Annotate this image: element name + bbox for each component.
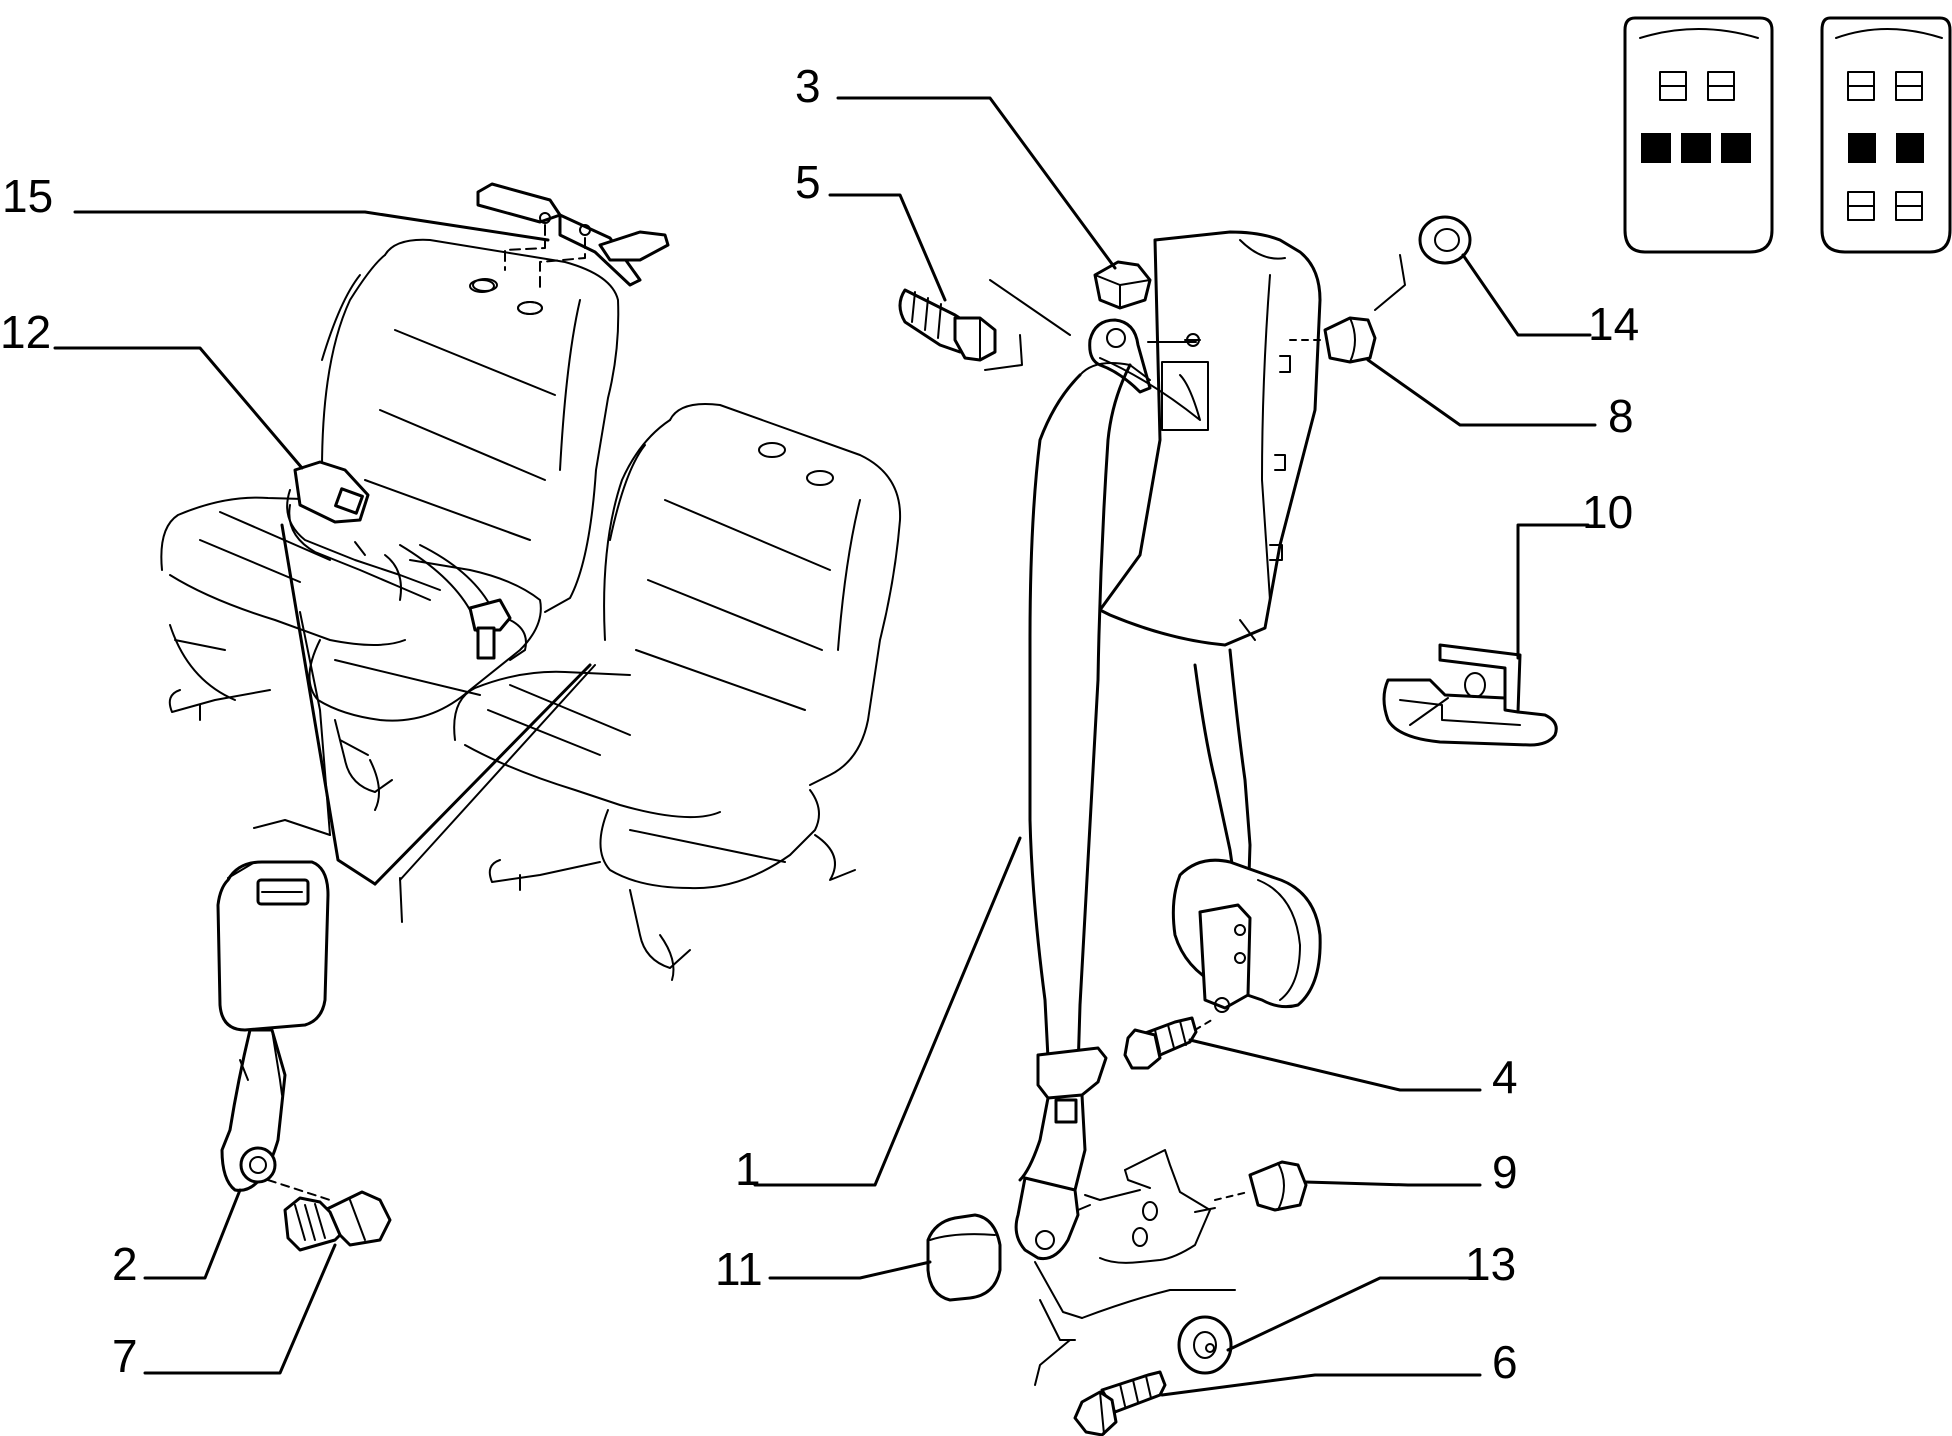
retractor-reel — [1171, 648, 1322, 1013]
callout-6: 6 — [1492, 1336, 1518, 1388]
part-10-clip — [1382, 643, 1558, 747]
callout-2: 2 — [112, 1238, 138, 1290]
callout-12: 12 — [0, 306, 51, 358]
right-seat-illustration — [453, 403, 902, 981]
callout-8: 8 — [1608, 390, 1634, 442]
lower-anchor-bracket — [1084, 1149, 1216, 1264]
callout-4: 4 — [1492, 1051, 1518, 1103]
part-8-spacer — [1289, 316, 1377, 364]
callout-15: 15 — [2, 170, 53, 222]
part-15-anchor-bracket — [472, 182, 670, 315]
callout-9: 9 — [1492, 1146, 1518, 1198]
part-9-spacer — [1214, 1160, 1308, 1212]
callout-1: 1 — [735, 1143, 761, 1195]
part-1-shoulder-belt — [1014, 318, 1201, 1261]
leader-lines — [53, 96, 1597, 1397]
part-7-bolt — [267, 1179, 392, 1252]
part-2-buckle — [216, 860, 330, 1192]
part-5-bolt — [898, 288, 997, 362]
callout-labels: 15 12 3 5 14 8 10 4 9 13 6 11 1 2 7 — [0, 60, 1639, 1388]
callout-3: 3 — [795, 60, 821, 112]
part-13-washer — [1177, 1315, 1233, 1375]
left-seat-illustration — [160, 238, 620, 811]
part-12-centre-belt — [286, 460, 527, 661]
part-4-bolt — [1123, 1016, 1216, 1070]
callout-7: 7 — [112, 1330, 138, 1382]
part-3-nut — [1093, 260, 1152, 310]
pillar-trim-panel — [1098, 230, 1322, 647]
part-11-cap — [926, 1213, 1002, 1302]
seat-layout-icon-2-seat — [1820, 16, 1952, 254]
part-12-guide-lines — [253, 523, 596, 923]
callout-5: 5 — [795, 156, 821, 208]
part-6-bolt — [1034, 1261, 1236, 1436]
callout-11: 11 — [715, 1243, 763, 1295]
callout-14: 14 — [1588, 298, 1639, 350]
callout-10: 10 — [1582, 486, 1633, 538]
part-14-washer — [1374, 215, 1472, 311]
callout-13: 13 — [1465, 1238, 1516, 1290]
seat-layout-icon-3-seat — [1623, 16, 1774, 254]
